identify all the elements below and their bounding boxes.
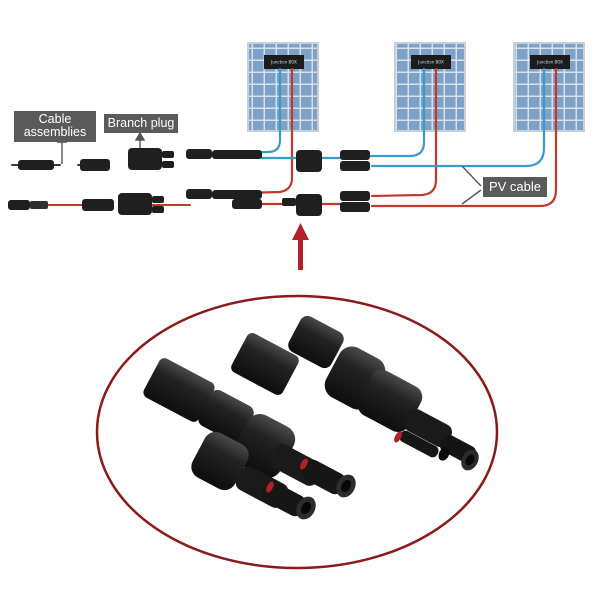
branch-plug: [282, 198, 296, 206]
wire-negative-panel1: [208, 67, 282, 156]
mc4-connector: [340, 150, 370, 160]
branch-plug-sample: [118, 193, 152, 215]
label-cable-assemblies: Cable assemblies: [14, 111, 96, 143]
wire-negative-panel2: [368, 67, 426, 158]
mc4-connector: [18, 160, 54, 170]
up-arrow-icon: [292, 223, 309, 270]
branch-plug: [296, 150, 322, 172]
mc4-connector: [340, 191, 370, 201]
mc4-connector: [80, 159, 110, 171]
solar-panel-3: Junction BOX: [513, 42, 585, 132]
branch-plug: [296, 194, 322, 216]
mc4-connector: [82, 199, 114, 211]
mc4-connector: [232, 199, 262, 209]
wire-positive-panel1: [210, 67, 294, 196]
wire-positive-panel3: [370, 67, 558, 208]
label-pv-cable: PV cable: [483, 177, 547, 197]
mc4-connector: [8, 200, 30, 210]
mc4-connector: [30, 201, 48, 209]
junction-box-label: Junction BOX: [417, 60, 444, 65]
branch-plug-sample: [162, 151, 174, 158]
junction-box: [264, 55, 304, 69]
junction-box-label: Junction BOX: [536, 60, 563, 65]
mc4-connector: [340, 202, 370, 212]
highlight-ellipse: [95, 294, 499, 570]
branch-plug-sample: [152, 206, 164, 213]
branch-plug-sample: [128, 148, 162, 170]
wire-negative-panel3: [370, 67, 546, 168]
wire-positive-panel2: [370, 67, 438, 198]
branch-plug-sample: [152, 196, 164, 203]
mc4-connector: [212, 190, 262, 199]
branch-plug-sample: [162, 161, 174, 168]
connector-group: [8, 148, 370, 216]
label-branch-plug: Branch plug: [104, 114, 178, 134]
mc4-connector: [340, 161, 370, 171]
mc4-connector: [186, 189, 212, 199]
junction-box: [411, 55, 451, 69]
branch-connector-large-front: [143, 358, 402, 520]
junction-box: [530, 55, 570, 69]
mc4-connector: [212, 150, 262, 159]
solar-panel-1: Junction BOX: [247, 42, 319, 132]
solar-panel-2: Junction BOX: [394, 42, 466, 132]
junction-box-label: Junction BOX: [270, 60, 297, 65]
mc4-connector: [186, 149, 212, 159]
branch-connector-large-rear: [231, 315, 479, 471]
